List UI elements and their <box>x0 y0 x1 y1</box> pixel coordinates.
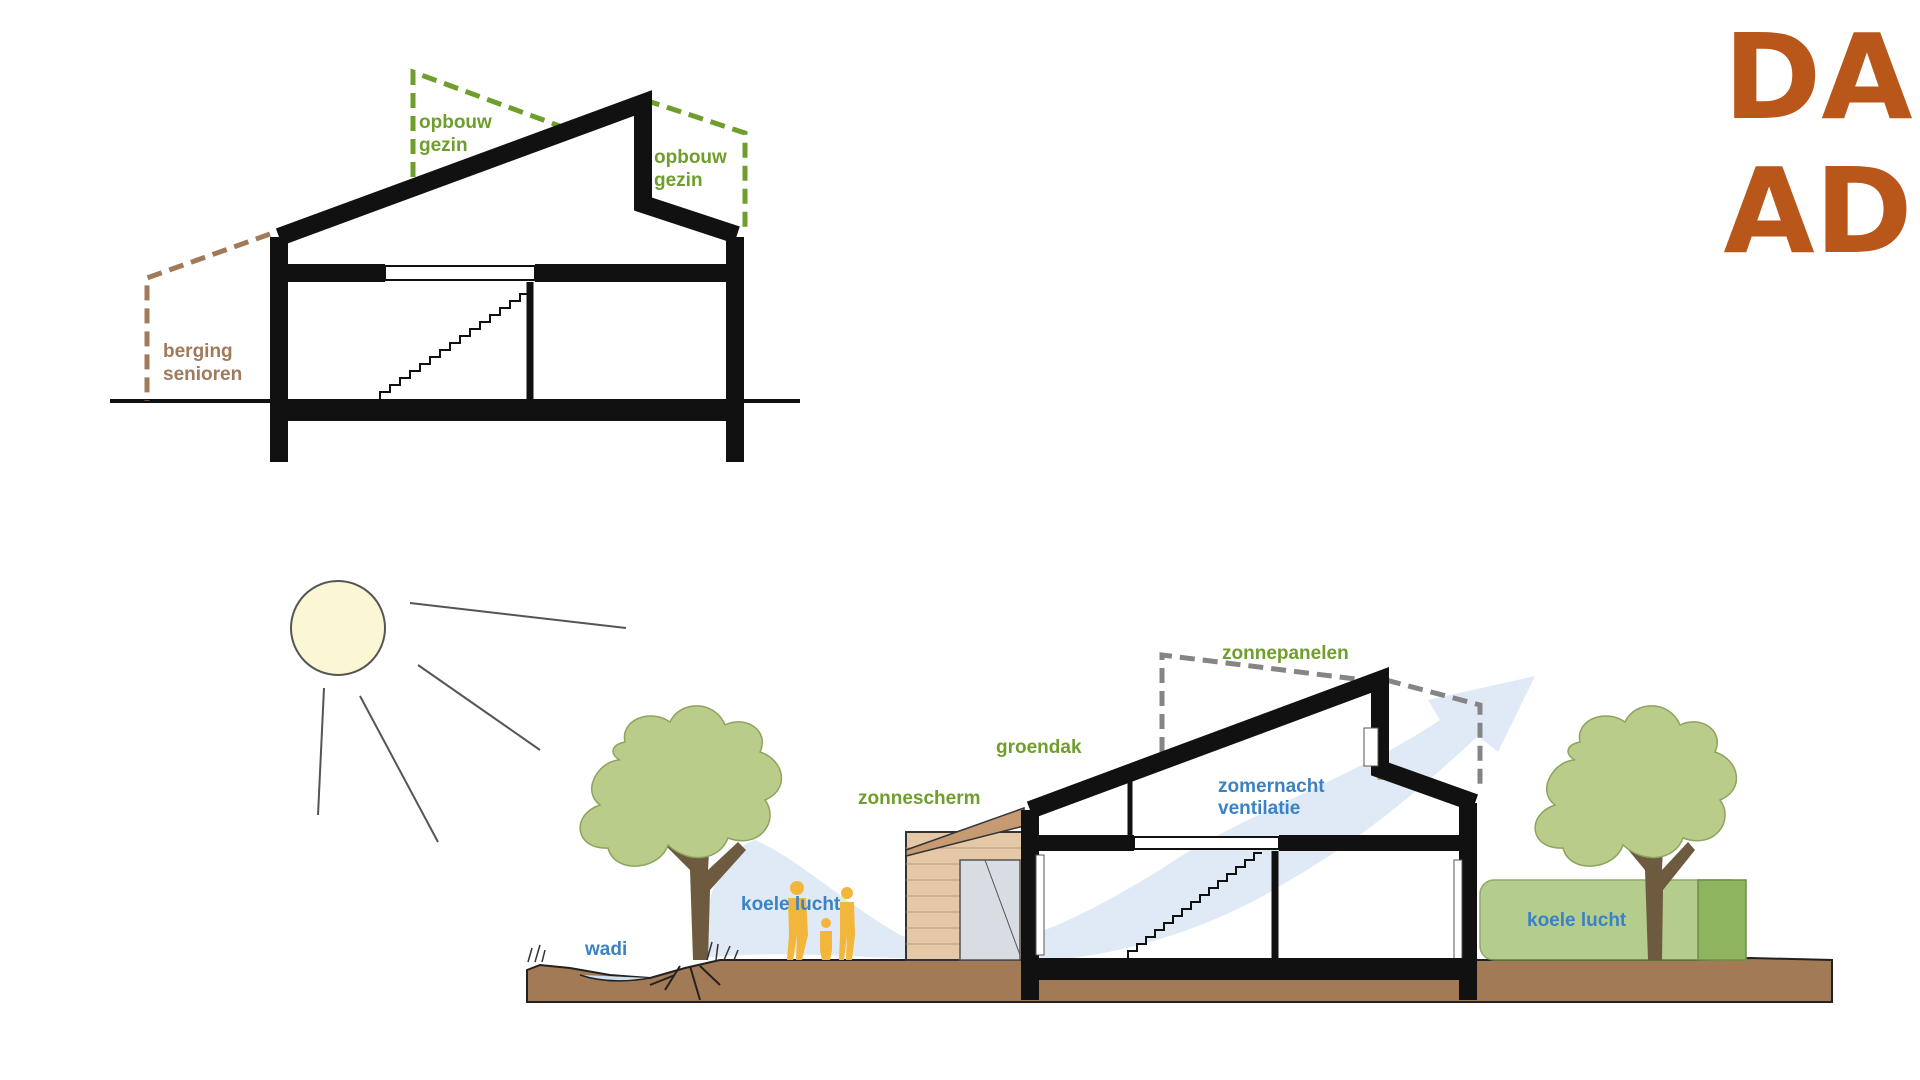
veranda <box>905 806 1025 961</box>
berging-outline <box>144 231 271 401</box>
label-opbouw-left: opbouw gezin <box>419 112 497 156</box>
opbouw-left-outline <box>410 68 566 177</box>
top-house <box>270 90 744 462</box>
bottom-house <box>1021 667 1479 1000</box>
label-zonnescherm: zonnescherm <box>858 788 980 809</box>
logo-line-1: DA <box>1723 8 1912 146</box>
zonnepanelen-outline <box>1159 652 1381 752</box>
tree-icon <box>579 705 782 1001</box>
label-zomernacht: zomernacht ventilatie <box>1218 776 1330 819</box>
airflow-band <box>700 676 1535 962</box>
tree-right-icon <box>1534 705 1737 960</box>
grass-tufts <box>527 941 739 963</box>
bottom-section-drawing: zonnepanelen groendak zonnescherm zomern… <box>290 580 1833 1003</box>
opbouw-right-outline <box>644 97 748 233</box>
label-opbouw-right: opbouw gezin <box>654 147 732 191</box>
label-wadi: wadi <box>584 939 627 960</box>
label-koele-lucht-left: koele lucht <box>741 894 841 915</box>
label-koele-lucht-right: koele lucht <box>1527 910 1627 931</box>
zonnepanelen-outline-right <box>1385 677 1483 790</box>
label-groendak: groendak <box>996 737 1082 758</box>
label-zonnepanelen: zonnepanelen <box>1222 643 1349 664</box>
daad-logo: DA AD <box>1723 8 1912 280</box>
sun-icon <box>290 580 627 843</box>
hedge-icon <box>1479 879 1747 961</box>
logo-line-2: AD <box>1723 142 1912 280</box>
label-berging: berging senioren <box>163 341 242 385</box>
top-section-drawing: opbouw gezin opbouw gezin berging senior… <box>110 68 800 462</box>
